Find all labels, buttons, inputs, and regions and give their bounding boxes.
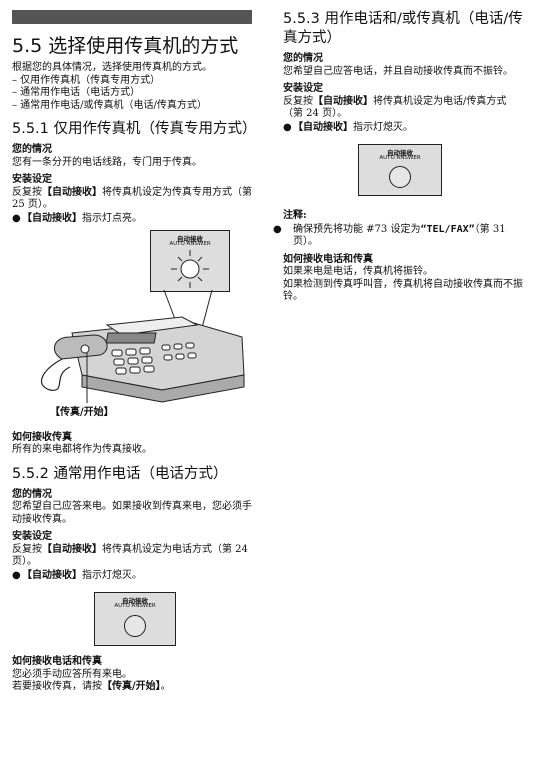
section-5-5-title: 5.5 选择使用传真机的方式 [12,35,239,57]
section-5-5-3-title: 5.5.3 用作电话和/或传真机（电话/传真方式） [283,11,523,46]
receive-heading: 如何接收电话和传真 [12,656,102,667]
mode-list-item: – 通常用作电话（电话方式） [12,87,141,98]
lamp-lit-icon [171,250,209,288]
bullet-icon: ● [273,223,282,235]
left-column: 5.5 选择使用传真机的方式 根据您的具体情况，选择使用传真机的方式。 – 仅用… [12,10,257,694]
right-column: 5.5.3 用作电话和/或传真机（电话/传真方式） 您的情况 您希望自己应答电话… [273,10,523,304]
tel-fax-code: “TEL/FAX” [420,223,475,235]
setup-heading: 安装设定 [12,174,52,185]
bullet-icon: ● [283,121,292,133]
situation-heading: 您的情况 [283,53,323,64]
panel-label-cn: 自动接收 [122,597,148,605]
header-bar [12,10,252,24]
auto-answer-panel-lit: 自动接收 AUTO ANSWER [150,230,230,292]
receive-text-2: 如果检测到传真呼叫音，传真机将自动接收传真而不振铃。 [283,278,523,303]
receive-text-1: 如果来电是电话，传真机将振铃。 [283,266,433,277]
note-heading: 注释: [283,210,307,221]
fax-machine-illustration [40,289,245,403]
auto-answer-panel-off: 自动接收 AUTO ANSWER [358,144,442,196]
panel-label-en: AUTO ANSWER [379,155,421,161]
lamp-off-icon [389,166,411,188]
receive-text-1: 您必须手动应答所有来电。 [12,668,132,680]
auto-answer-button-ref: 【自动接收】 [42,543,102,555]
fax-machine-figure: 自动接收 AUTO ANSWER [12,225,252,415]
situation-text: 您希望自己应答电话，并且自动接收传真而不振铃。 [283,65,513,77]
panel-label-en: AUTO ANSWER [169,241,211,247]
receive-heading: 如何接收电话和传真 [283,253,373,265]
receive-text-2: 若要接收传真，请按【传真/开始】。 [12,681,171,692]
mode-list-item: – 仅用作传真机（传真专用方式） [12,74,161,86]
bullet-icon: ● [12,212,21,224]
lamp-bullet: ●【自动接收】指示灯熄灭。 [12,569,142,581]
section-5-5-intro: 根据您的具体情况，选择使用传真机的方式。 [12,62,212,73]
fax-start-button-ref: 【传真/开始】 [102,681,161,692]
auto-answer-button-ref: 【自动接收】 [42,186,102,198]
situation-text: 您希望自己应答来电。如果接收到传真来电，您必须手动接收传真。 [12,501,252,525]
setup-heading: 安装设定 [283,83,323,94]
setup-text: 反复按【自动接收】将传真机设定为电话/传真方式（第 24 页）。 [283,95,507,120]
lamp-bullet: ●【自动接收】指示灯点亮。 [12,212,142,224]
panel-label-en: AUTO ANSWER [114,603,156,609]
section-5-5-1-title: 5.5.1 仅用作传真机（传真专用方式） [12,121,257,137]
situation-heading: 您的情况 [12,144,52,155]
setup-heading: 安装设定 [12,531,52,542]
bullet-icon: ● [12,569,21,581]
panel-label-cn: 自动接收 [177,235,203,243]
situation-heading: 您的情况 [12,488,52,500]
mode-list: – 仅用作传真机（传真专用方式） – 通常用作电话（电话方式） – 通常用作电话… [12,75,252,113]
section-5-5-2-title: 5.5.2 通常用作电话（电话方式） [12,465,228,482]
auto-answer-button-ref: 【自动接收】 [313,95,373,107]
setup-text: 反复按【自动接收】将传真机设定为电话方式（第 24 页）。 [12,543,248,568]
lamp-off-icon [124,615,146,637]
situation-text: 您有一条分开的电话线路，专门用于传真。 [12,156,202,168]
auto-answer-panel-off: 自动接收 AUTO ANSWER [94,592,176,646]
mode-list-item: – 通常用作电话/或传真机（电话/传真方式） [12,99,207,111]
note-bullet: ●确保预先将功能 #73 设定为“TEL/FAX”（第 31 页）。 [273,223,506,248]
setup-text: 反复按【自动接收】将传真机设定为传真专用方式（第 25 页）。 [12,186,252,211]
fax-start-callout: 【传真/开始】 [50,407,114,418]
lamp-bullet: ●【自动接收】指示灯熄灭。 [283,121,413,133]
receive-heading: 如何接收传真 [12,431,72,443]
receive-text: 所有的来电都将作为传真接收。 [12,444,152,455]
panel-label-cn: 自动接收 [387,149,413,157]
